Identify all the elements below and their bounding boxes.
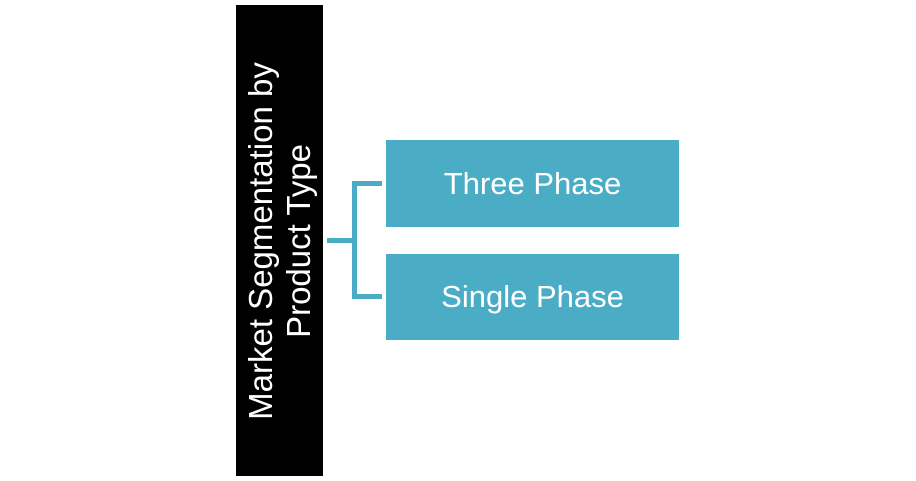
connector-branch-single-phase xyxy=(352,294,382,299)
node-three-phase: Three Phase xyxy=(386,140,679,227)
node-single-phase: Single Phase xyxy=(386,254,679,340)
connector-branch-three-phase xyxy=(352,181,382,186)
node-label: Single Phase xyxy=(441,279,624,314)
node-label: Three Phase xyxy=(443,165,622,201)
connector-stem xyxy=(327,238,355,243)
root-label: Market Segmentation by Product Type xyxy=(241,61,317,420)
connector-vertical xyxy=(352,181,357,299)
root-node: Market Segmentation by Product Type xyxy=(236,5,323,476)
